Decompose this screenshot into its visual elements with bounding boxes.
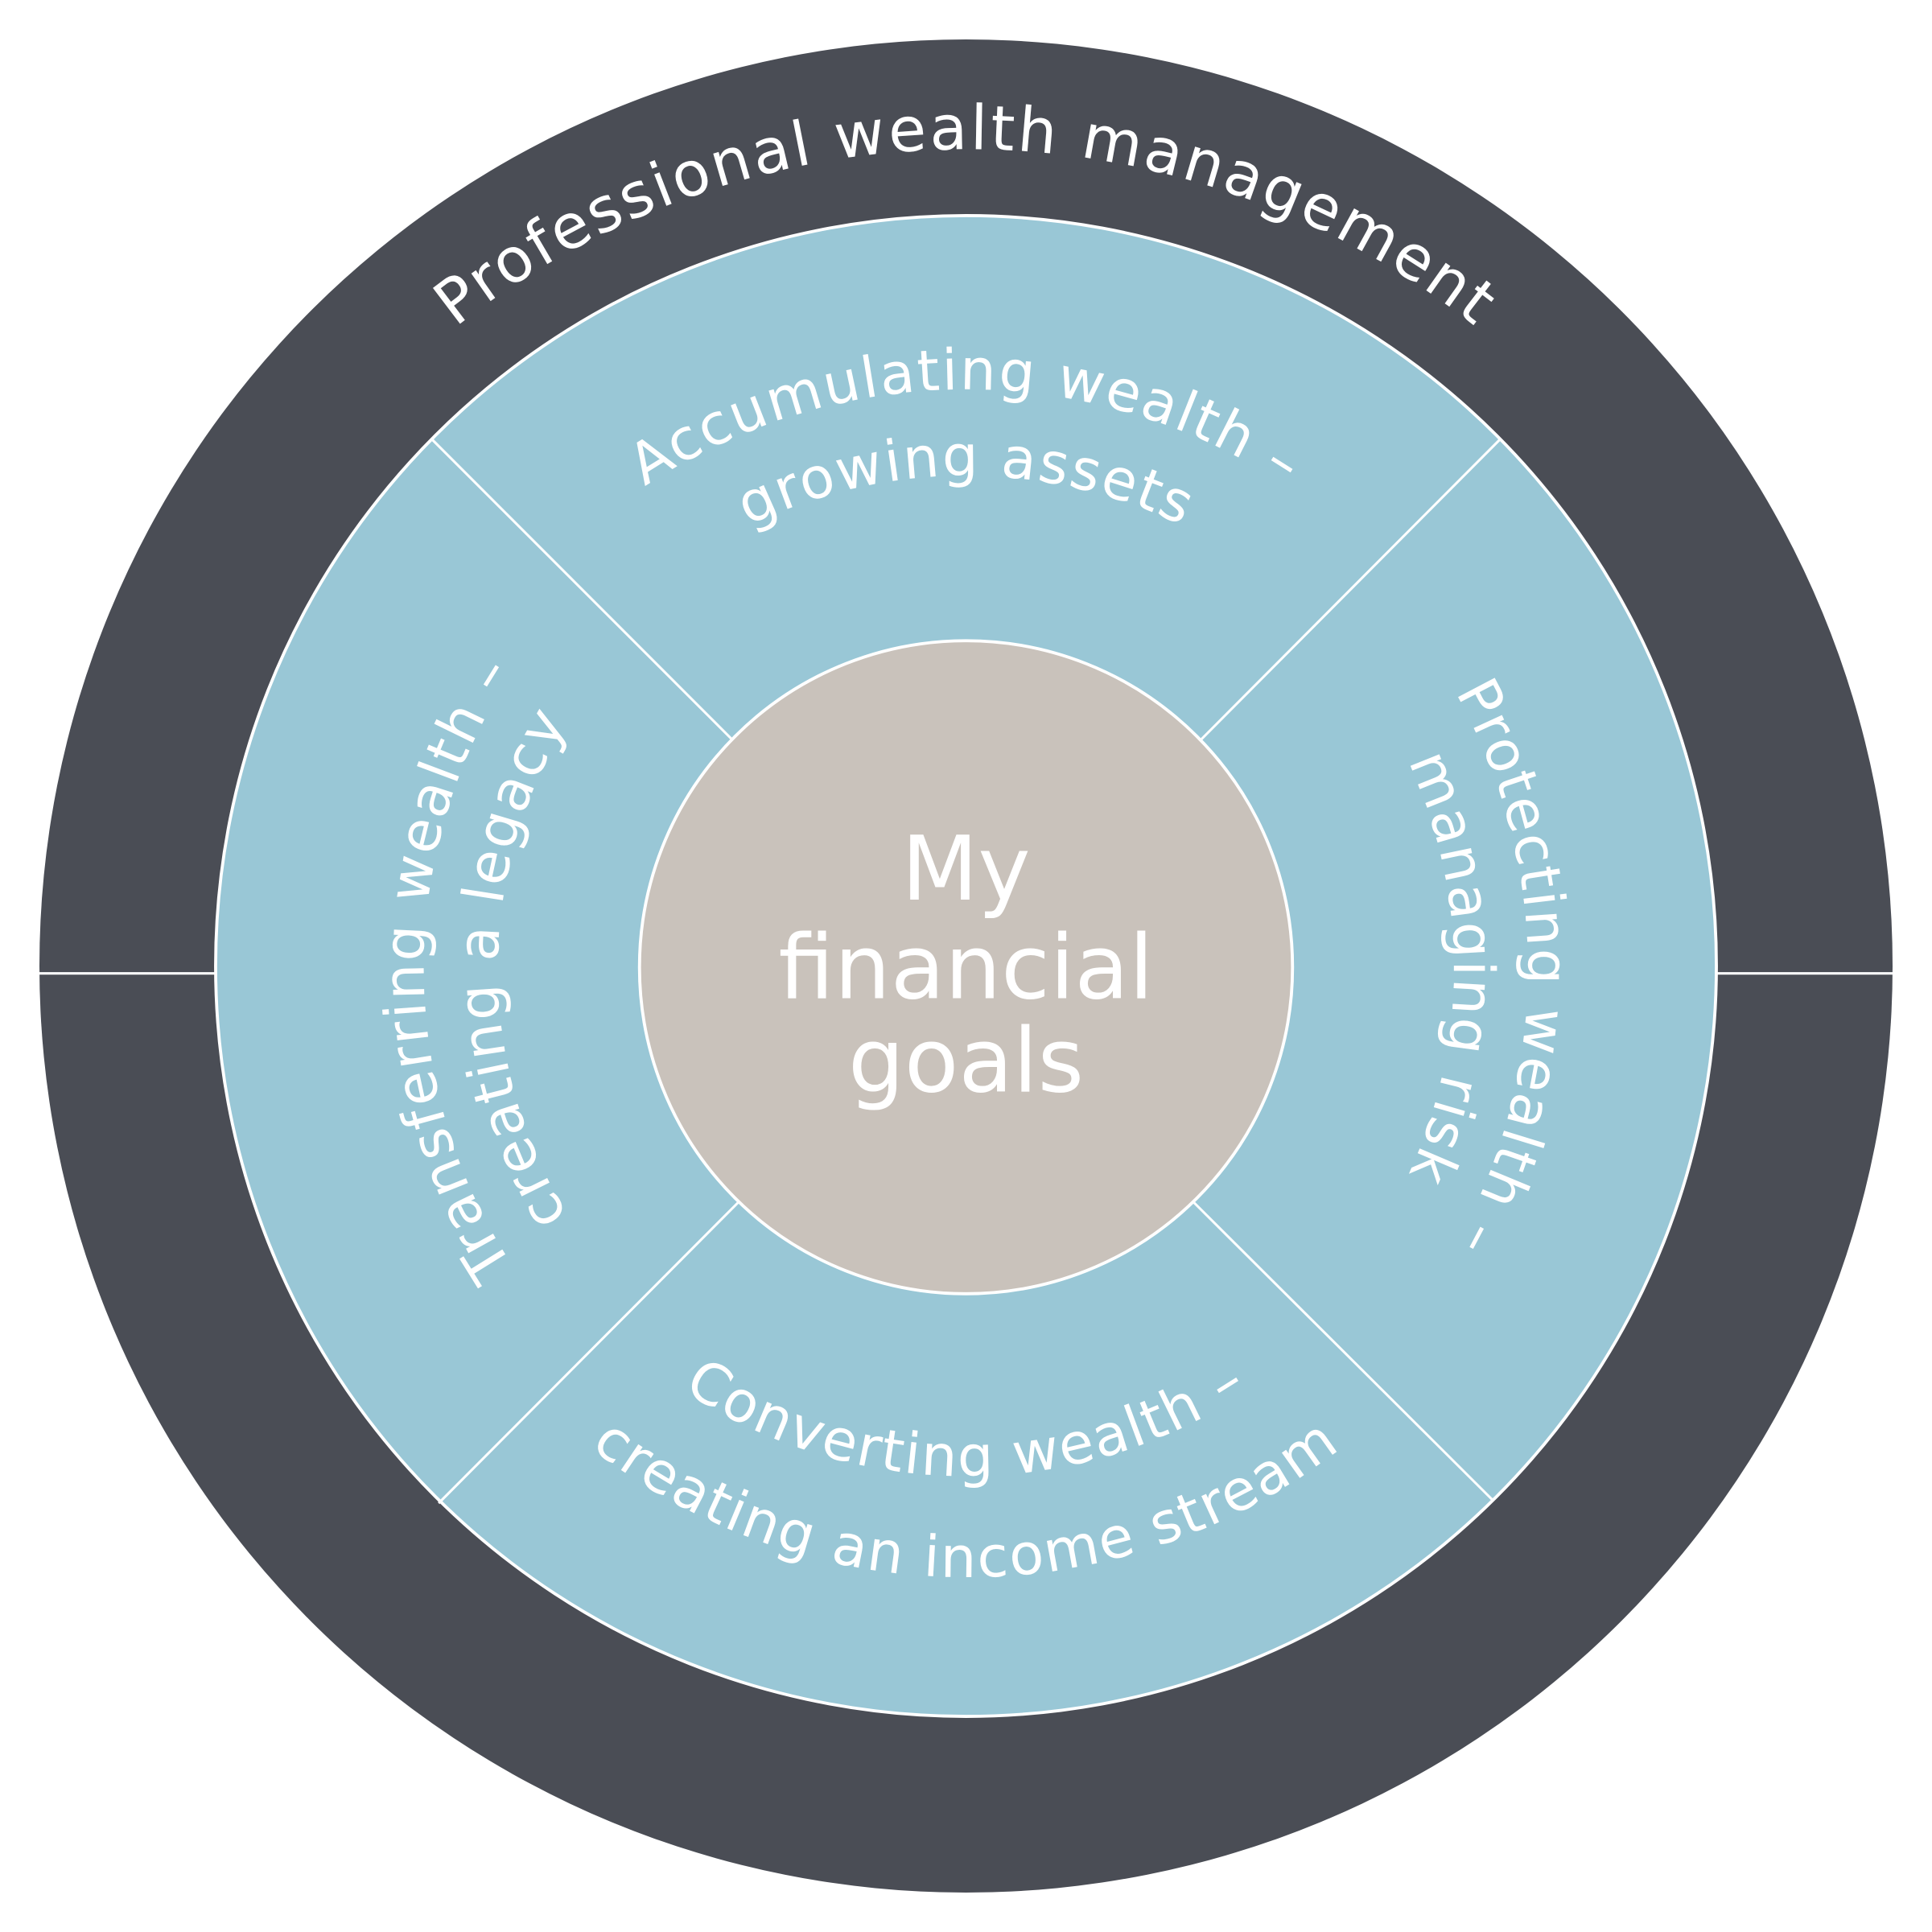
center-circle: [637, 639, 1295, 1296]
center-line-2: financial: [778, 917, 1153, 1020]
divider-top-left: [430, 438, 735, 742]
divider-bottom-right: [1190, 1199, 1494, 1502]
center-line-1: My: [901, 818, 1030, 921]
divider-bottom-left: [438, 1199, 742, 1505]
center-line-3: goals: [848, 1011, 1084, 1114]
divider-top-right: [1199, 438, 1502, 742]
